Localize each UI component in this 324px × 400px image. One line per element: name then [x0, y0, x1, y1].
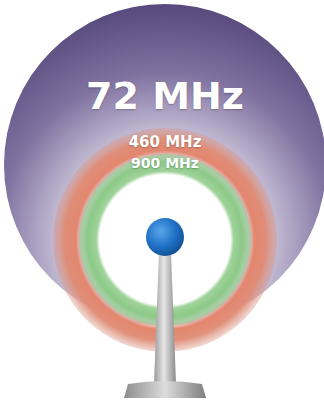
antenna-ball — [146, 218, 184, 256]
antenna-base — [124, 381, 206, 398]
antenna-mast — [154, 252, 176, 384]
frequency-label: 900 MHz — [79, 155, 251, 171]
frequency-label: 72 MHz — [4, 74, 324, 118]
frequency-label: 460 MHz — [53, 133, 277, 151]
